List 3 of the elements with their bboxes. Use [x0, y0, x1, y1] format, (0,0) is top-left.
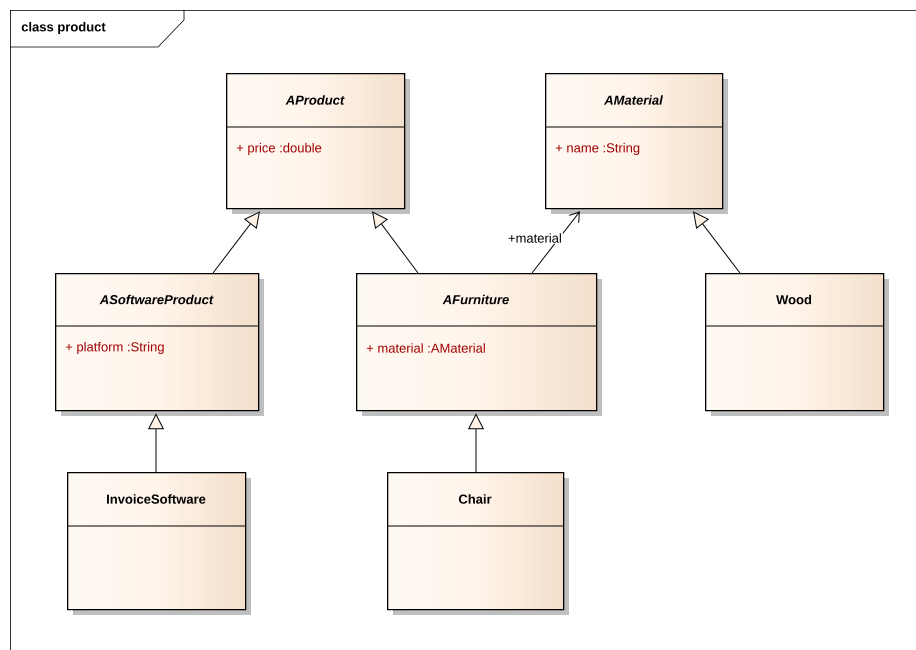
edge-label: +material: [506, 232, 563, 244]
frame-title: class product: [22, 22, 106, 34]
association-arrow: [532, 211, 580, 274]
